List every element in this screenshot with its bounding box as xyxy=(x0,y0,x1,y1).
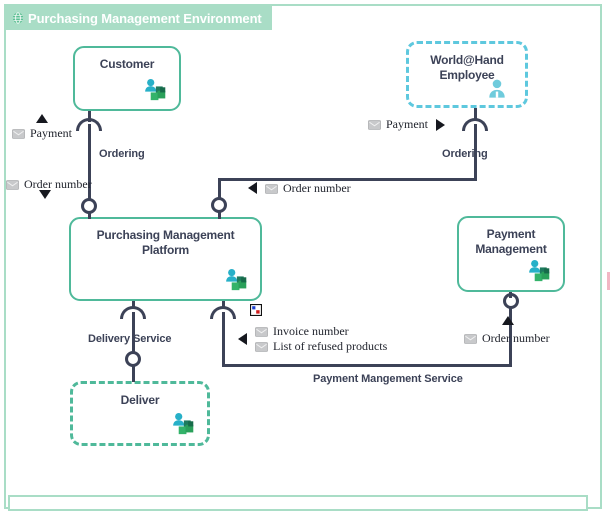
environment-title-bar[interactable]: Purchasing Management Environment xyxy=(6,6,272,30)
environment-title: Purchasing Management Environment xyxy=(28,10,262,26)
label-ordering-left: Ordering xyxy=(99,148,145,160)
socket-employee-ordering xyxy=(462,118,488,131)
person-icon xyxy=(489,79,505,98)
message-invoice-number: Invoice number xyxy=(255,324,349,339)
business-actor-icon xyxy=(173,412,194,435)
message-invoice-number-text: Invoice number xyxy=(273,324,349,338)
node-customer-label: Customer xyxy=(99,57,155,71)
business-actor-icon xyxy=(226,268,247,291)
connector-customer-platform xyxy=(88,124,91,205)
arrow-invoice-list-left xyxy=(238,333,247,345)
message-icon xyxy=(12,128,25,139)
connector-platform-up-right xyxy=(218,178,221,201)
arrow-order-number-left-down xyxy=(39,190,51,199)
business-actor-icon xyxy=(145,78,166,101)
connector-employee-down xyxy=(474,124,477,180)
message-icon xyxy=(368,119,381,130)
connector-platform-stub-right xyxy=(218,211,221,219)
connector-payment-up xyxy=(509,306,512,364)
message-refused-products-text: List of refused products xyxy=(273,339,388,353)
connector-platform-stub-delivery xyxy=(132,301,135,309)
socket-platform-payment-service xyxy=(210,306,236,319)
message-icon xyxy=(6,179,19,190)
arrow-order-number-mid-left xyxy=(248,182,257,194)
connector-employee-stub xyxy=(474,108,477,120)
socket-customer-ordering xyxy=(76,118,102,131)
connector-platform-stub-payment xyxy=(222,301,225,309)
message-order-number-left: Order number xyxy=(6,177,92,192)
arrow-payment-left-up xyxy=(36,114,48,123)
connector-employee-platform-horizontal xyxy=(218,178,477,181)
node-deliver-label: Deliver xyxy=(120,393,160,407)
message-payment-right-text: Payment xyxy=(386,117,428,131)
message-icon xyxy=(464,333,477,344)
connector-deliver-stub xyxy=(132,365,135,382)
message-icon xyxy=(255,341,268,352)
interface-square-icon[interactable] xyxy=(250,304,262,316)
message-order-number-right: Order number xyxy=(464,331,550,346)
message-icon xyxy=(255,326,268,337)
label-ordering-right: Ordering xyxy=(442,148,488,160)
node-deliver[interactable]: Deliver xyxy=(70,381,210,446)
connector-customer-stub xyxy=(88,111,91,122)
message-order-number-mid: Order number xyxy=(265,181,351,196)
message-refused-products: List of refused products xyxy=(255,339,387,354)
message-order-number-mid-text: Order number xyxy=(283,181,351,195)
message-order-number-right-text: Order number xyxy=(482,331,550,345)
message-payment-left: Payment xyxy=(12,126,72,141)
arrow-order-number-right-up xyxy=(502,316,514,325)
message-payment-left-text: Payment xyxy=(30,126,72,140)
arrow-payment-right xyxy=(436,119,445,131)
message-payment-right: Payment xyxy=(368,117,428,132)
label-delivery-service: Delivery Service xyxy=(88,333,172,345)
connector-platform-stub-left xyxy=(88,212,91,219)
globe-icon xyxy=(12,12,24,24)
label-payment-management-service: Payment Mangement Service xyxy=(313,373,463,385)
node-customer[interactable]: Customer xyxy=(73,46,181,111)
connector-payment-management-stub xyxy=(509,292,512,298)
node-payment-management[interactable]: Payment Management xyxy=(457,216,565,292)
business-actor-icon xyxy=(529,259,550,282)
environment-footer-bar xyxy=(8,495,588,511)
edge-marker xyxy=(607,272,610,290)
message-icon xyxy=(265,183,278,194)
socket-platform-delivery-service xyxy=(120,306,146,319)
connector-payment-horizontal xyxy=(222,364,512,367)
node-purchasing-management-platform-label: Purchasing Management Platform xyxy=(96,228,235,257)
node-purchasing-management-platform[interactable]: Purchasing Management Platform xyxy=(69,217,262,301)
node-payment-management-label: Payment Management xyxy=(475,227,547,256)
connector-platform-deliver xyxy=(132,312,135,353)
node-worldathand-employee[interactable]: World@Hand Employee xyxy=(406,41,528,108)
message-order-number-left-text: Order number xyxy=(24,177,92,191)
node-worldathand-employee-label: World@Hand Employee xyxy=(430,53,504,82)
connector-payment-down xyxy=(222,312,225,367)
